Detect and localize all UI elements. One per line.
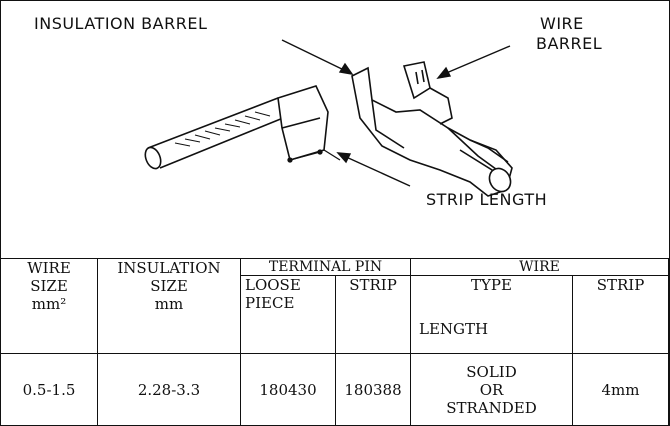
cell-wire-type-line-3: STRANDED — [446, 398, 537, 417]
strip-length-marker — [287, 149, 341, 163]
header-loose-piece: LOOSE PIECE — [240, 275, 336, 354]
header-length: LENGTH — [419, 320, 489, 338]
header-insulation-size-line-1: INSULATION — [117, 259, 221, 277]
header-terminal-pin: TERMINAL PIN — [240, 258, 411, 276]
header-wire-size-line-2: SIZE — [30, 277, 68, 295]
header-type: TYPE — [471, 276, 512, 294]
header-wire-size-line-1: WIRE — [27, 259, 71, 277]
header-insulation-size-line-3: mm — [154, 295, 184, 313]
wire-drawing — [144, 85, 329, 170]
cell-loose-piece: 180430 — [240, 353, 336, 426]
header-wire-size: WIRE SIZE mm² — [0, 258, 98, 354]
cell-wire-type-line-2: OR — [479, 380, 504, 399]
header-insulation-size-line-2: SIZE — [150, 277, 188, 295]
header-insulation-size: INSULATION SIZE mm — [97, 258, 241, 354]
wire-barrel-label-line-1: WIRE — [540, 14, 584, 33]
cell-wire-type: SOLID OR STRANDED — [410, 353, 573, 426]
wire-barrel-label: WIRE BARREL — [536, 14, 602, 54]
cell-strip-length: 4mm — [572, 353, 669, 426]
header-loose-piece-line-1: LOOSE — [245, 276, 301, 294]
insulation-barrel-label: INSULATION BARREL — [34, 14, 208, 33]
header-loose-piece-line-2: PIECE — [245, 294, 295, 312]
cell-wire-size: 0.5-1.5 — [0, 353, 98, 426]
cell-wire-type-line-1: SOLID — [466, 362, 517, 381]
header-wire-size-line-3: mm² — [31, 295, 67, 313]
header-type-length: TYPE LENGTH — [410, 275, 573, 354]
terminal-spec-table: WIRE SIZE mm² INSULATION SIZE mm TERMINA… — [0, 258, 669, 426]
header-strip: STRIP — [335, 275, 411, 354]
leader-lines — [281, 39, 511, 187]
terminal-pin-drawing — [351, 61, 513, 197]
cell-insulation-size: 2.28-3.3 — [97, 353, 241, 426]
terminal-diagram: INSULATION BARREL WIRE BARREL STRIP LENG… — [34, 14, 602, 209]
strip-length-label: STRIP LENGTH — [426, 190, 548, 209]
crimp-terminal-illustration — [144, 39, 513, 197]
header-wire-strip: STRIP — [572, 275, 669, 354]
header-wire: WIRE — [410, 258, 669, 276]
wire-barrel-label-line-2: BARREL — [536, 34, 603, 53]
cell-strip: 180388 — [335, 353, 411, 426]
